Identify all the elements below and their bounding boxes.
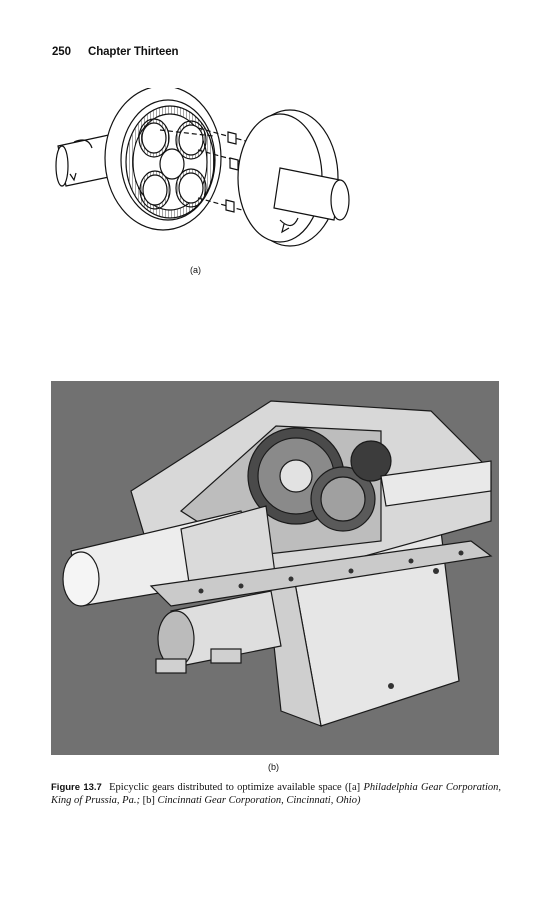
caption-source-a: Philadelphia Gear Corporation, King of P…: [51, 782, 501, 806]
chapter-title: Chapter Thirteen: [88, 46, 179, 58]
caption-text-2: [b]: [139, 794, 158, 806]
running-header: 250 Chapter Thirteen: [52, 46, 179, 58]
caption-text-1: Epicyclic gears distributed to optimize …: [109, 782, 364, 793]
epicyclic-gear-diagram: [55, 88, 350, 247]
figure-b-label: (b): [268, 762, 279, 772]
figure-number: Figure 13.7: [51, 782, 102, 793]
caption-source-b: Cincinnati Gear Corporation, Cincinnati,…: [157, 794, 361, 806]
page-number: 250: [52, 46, 71, 58]
figure-caption: Figure 13.7 Epicyclic gears distributed …: [51, 782, 501, 807]
figure-a-label: (a): [190, 265, 201, 275]
gearbox-cutaway-photo: [51, 381, 499, 755]
